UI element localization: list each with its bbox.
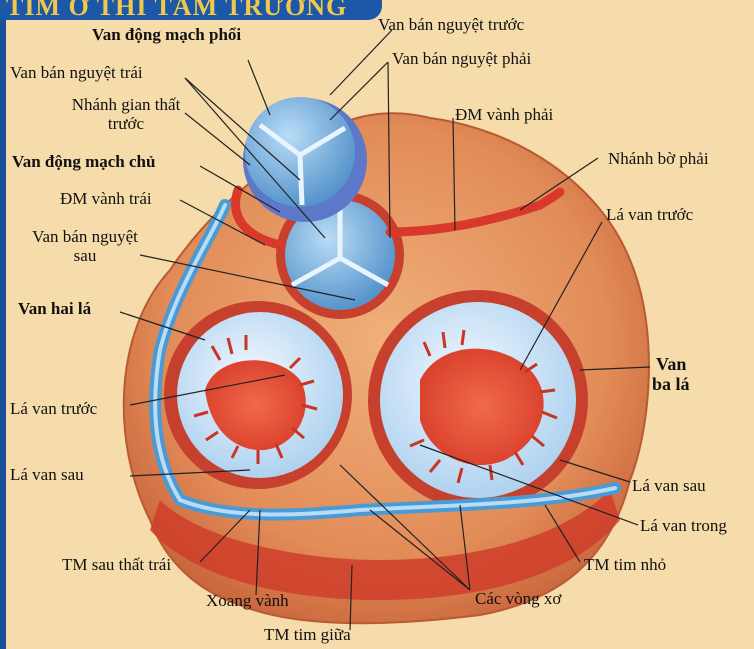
label-la-van-sau-right: Lá van sau (632, 477, 706, 496)
label-dm-vanh-phai: ĐM vành phải (455, 106, 553, 125)
label-tm-tim-nho: TM tim nhỏ (584, 556, 666, 575)
label-la-van-truoc-right: Lá van trước (606, 206, 693, 225)
label-nhanh-bo-phai: Nhánh bờ phải (608, 150, 709, 169)
label-van-ba-la-line2: ba lá (652, 375, 690, 395)
label-la-van-sau-left: Lá van sau (10, 466, 84, 485)
left-accent-bar (0, 0, 6, 649)
label-tm-tim-giua: TM tim giữa (264, 626, 351, 645)
label-van-ban-nguyet-truoc: Van bán nguyệt trước (378, 16, 524, 35)
label-la-van-truoc-left: Lá van trước (10, 400, 97, 419)
label-nhanh-gian-that-line1: Nhánh gian thất (52, 96, 200, 115)
label-la-van-trong: Lá van trong (640, 517, 727, 536)
label-van-ba-la: Van ba lá (652, 355, 690, 395)
label-van-hai-la: Van hai lá (18, 300, 91, 319)
label-nhanh-gian-that-line2: trước (52, 115, 200, 134)
label-van-ban-nguyet-phai: Van bán nguyệt phải (392, 50, 531, 69)
label-van-ban-nguyet-trai: Van bán nguyệt trái (10, 64, 143, 83)
label-van-ban-nguyet-sau: Van bán nguyệt sau (10, 228, 160, 265)
label-nhanh-gian-that-truoc: Nhánh gian thất trước (52, 96, 200, 133)
label-van-dong-mach-phoi: Van động mạch phổi (92, 26, 241, 45)
title-band: TIM Ở THÌ TÂM TRƯƠNG (0, 0, 382, 20)
label-cac-vong-xo: Các vòng xơ (475, 590, 561, 609)
page-title: TIM Ở THÌ TÂM TRƯƠNG (6, 0, 347, 20)
label-tm-sau-that-trai: TM sau thất trái (62, 556, 171, 575)
label-van-ban-nguyet-sau-line1: Van bán nguyệt (10, 228, 160, 247)
label-van-ban-nguyet-sau-line2: sau (10, 247, 160, 266)
label-van-dong-mach-chu: Van động mạch chủ (12, 153, 155, 172)
label-dm-vanh-trai: ĐM vành trái (60, 190, 152, 209)
label-xoang-vanh: Xoang vành (206, 592, 289, 611)
label-van-ba-la-line1: Van (652, 355, 690, 375)
